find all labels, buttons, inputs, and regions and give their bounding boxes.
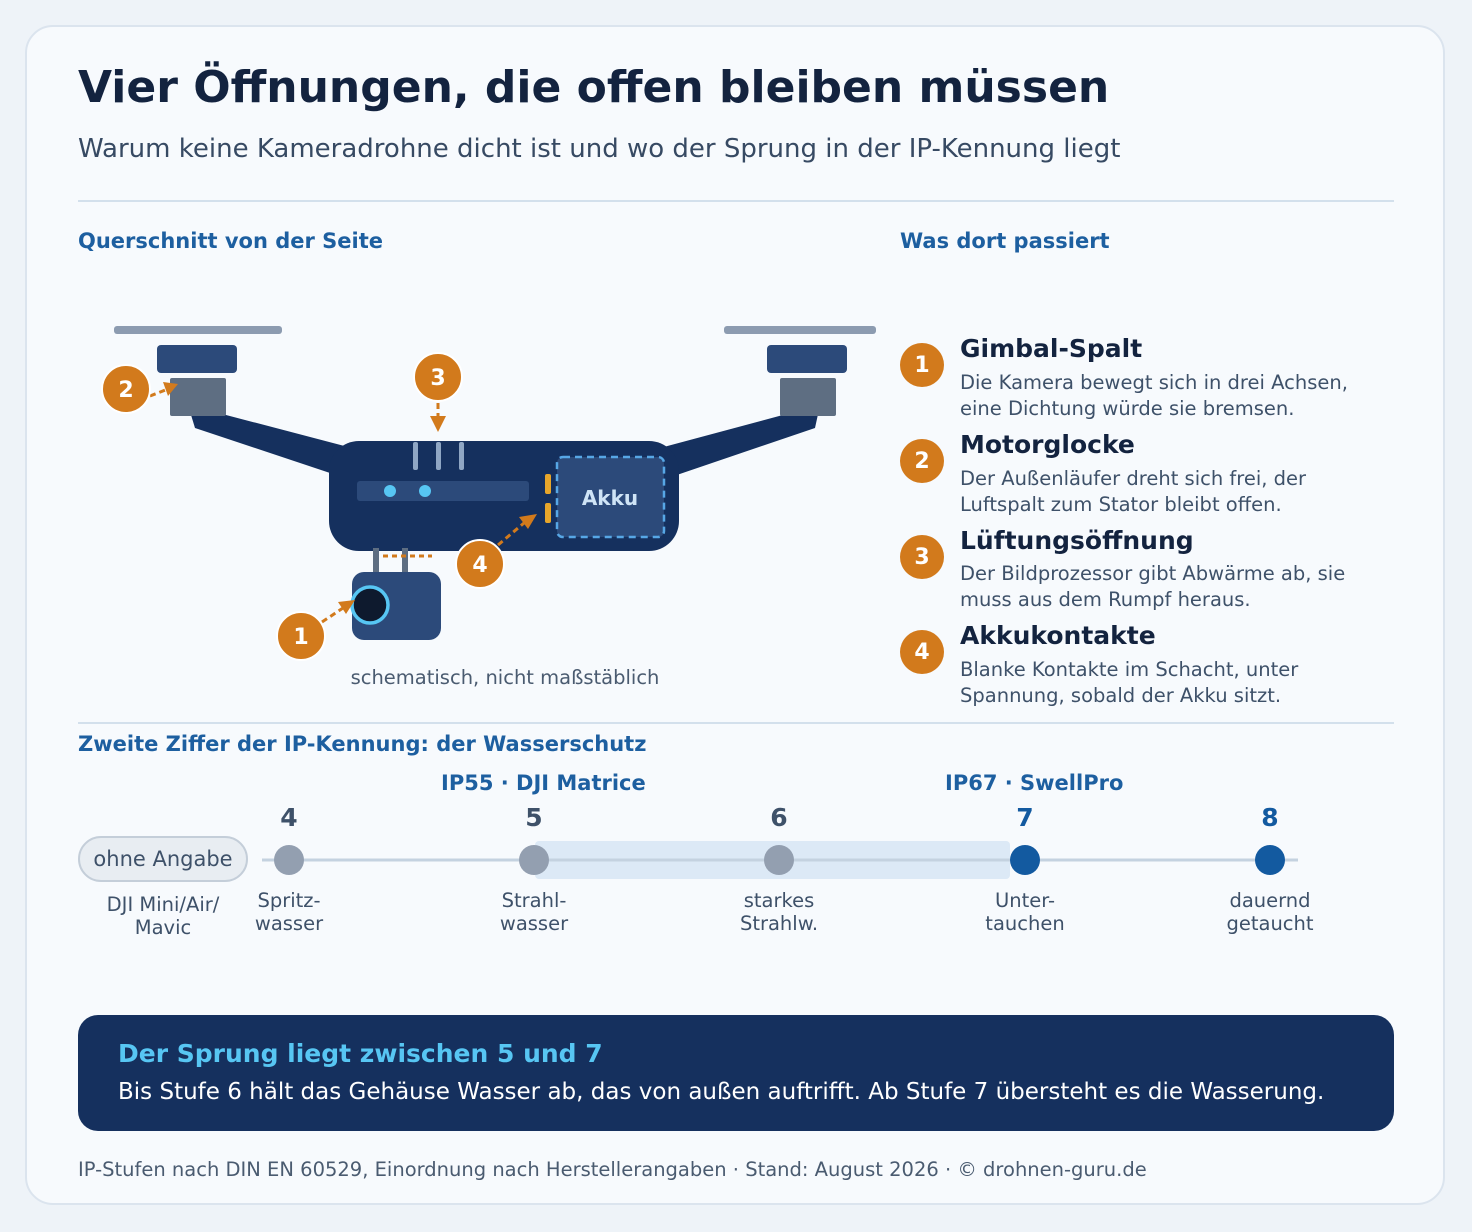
internal-board (357, 481, 529, 501)
level-none-pill: ohne Angabe (78, 836, 248, 882)
pointer-arrow (338, 600, 355, 614)
battery-slot (555, 455, 666, 539)
marker-gimbal: 1 (293, 625, 308, 650)
battery-contact (545, 474, 551, 494)
vent-slot (436, 442, 441, 470)
gimbal-mount (373, 548, 379, 574)
header-divider (78, 200, 1394, 202)
level-num-5: 5 (525, 803, 543, 832)
callout-ip55: IP55 · DJI Matrice (441, 771, 646, 795)
gimbal-mount (402, 548, 408, 574)
left-motor-stator (170, 378, 226, 416)
vent-slot (459, 442, 464, 470)
page-title: Vier Öffnungen, die offen bleiben müssen (78, 62, 1110, 113)
board-led (419, 485, 431, 497)
legend-desc-gimbal: Die Kamera bewegt sich in drei Achsen, e… (960, 371, 1348, 420)
legend-heading: Was dort passiert (900, 229, 1110, 253)
level-dot-8 (1255, 845, 1285, 875)
level-dot-5 (519, 845, 549, 875)
level-num-4: 4 (280, 803, 298, 832)
legend-number: 1 (900, 343, 944, 387)
right-propeller (724, 326, 876, 334)
scale-heading: Zweite Ziffer der IP-Kennung: der Wasser… (78, 732, 647, 756)
right-motor-stator (780, 378, 836, 416)
level-num-8: 8 (1261, 803, 1279, 832)
legend-title-gimbal: Gimbal-Spalt (960, 334, 1143, 363)
level-desc-5: Strahl-wasser (499, 889, 569, 935)
marker-battery: 4 (472, 553, 487, 578)
legend-number: 2 (900, 439, 944, 483)
diagram-caption: schematisch, nicht maßstäblich (351, 666, 660, 689)
left-motor-bell (157, 345, 237, 373)
drone-cross-section: Akku 2 3 4 1 schematisch, nicht maßstäbl… (101, 326, 876, 689)
left-propeller (114, 326, 282, 334)
pointer-arrow (519, 514, 537, 529)
right-arm (660, 405, 820, 478)
left-arm (188, 405, 352, 478)
ip-scale-track (262, 841, 1298, 879)
callout-ip67: IP67 · SwellPro (945, 771, 1124, 795)
legend-number: 4 (900, 630, 944, 674)
section-divider (78, 722, 1394, 724)
banner-text: Bis Stufe 6 hält das Gehäuse Wasser ab, … (118, 1079, 1325, 1105)
legend-desc-vent: Der Bildprozessor gibt Abwärme ab, sie m… (960, 562, 1346, 611)
legend-number: 3 (900, 535, 944, 579)
legend-desc-motor: Der Außenläufer dreht sich frei, der Luf… (960, 467, 1307, 516)
pointer-arrow (430, 416, 446, 432)
level-dot-4 (274, 845, 304, 875)
legend-title-motor: Motorglocke (960, 430, 1135, 459)
camera-lens (350, 585, 390, 625)
battery-label: Akku (582, 486, 638, 510)
footer-source: IP-Stufen nach DIN EN 60529, Einordnung … (78, 1158, 1147, 1181)
level-dot-7 (1010, 845, 1040, 875)
diagram-heading: Querschnitt von der Seite (78, 229, 384, 253)
legend-title-battery: Akkukontakte (960, 621, 1156, 650)
legend-title-vent: Lüftungsöffnung (960, 526, 1194, 555)
level-desc-7: Unter-tauchen (985, 889, 1065, 935)
marker-vent: 3 (430, 366, 445, 391)
right-motor-bell (767, 345, 847, 373)
page-subtitle: Warum keine Kameradrohne dicht ist und w… (78, 134, 1121, 164)
pointer-arrow (163, 382, 178, 396)
board-led (384, 485, 396, 497)
banner-title: Der Sprung liegt zwischen 5 und 7 (118, 1039, 603, 1068)
level-dot-6 (764, 845, 794, 875)
summary-banner: Der Sprung liegt zwischen 5 und 7 Bis St… (78, 1015, 1394, 1131)
level-num-6: 6 (770, 803, 788, 832)
legend-desc-battery: Blanke Kontakte im Schacht, unter Spannu… (960, 658, 1299, 707)
level-desc-4: Spritz-wasser (254, 889, 324, 935)
vent-slot (413, 442, 418, 470)
infographic-card (25, 25, 1445, 1205)
level-num-7: 7 (1016, 803, 1034, 832)
battery-contact (545, 503, 551, 523)
level-none-desc: DJI Mini/Air/Mavic (106, 893, 220, 939)
marker-motor: 2 (118, 378, 133, 403)
